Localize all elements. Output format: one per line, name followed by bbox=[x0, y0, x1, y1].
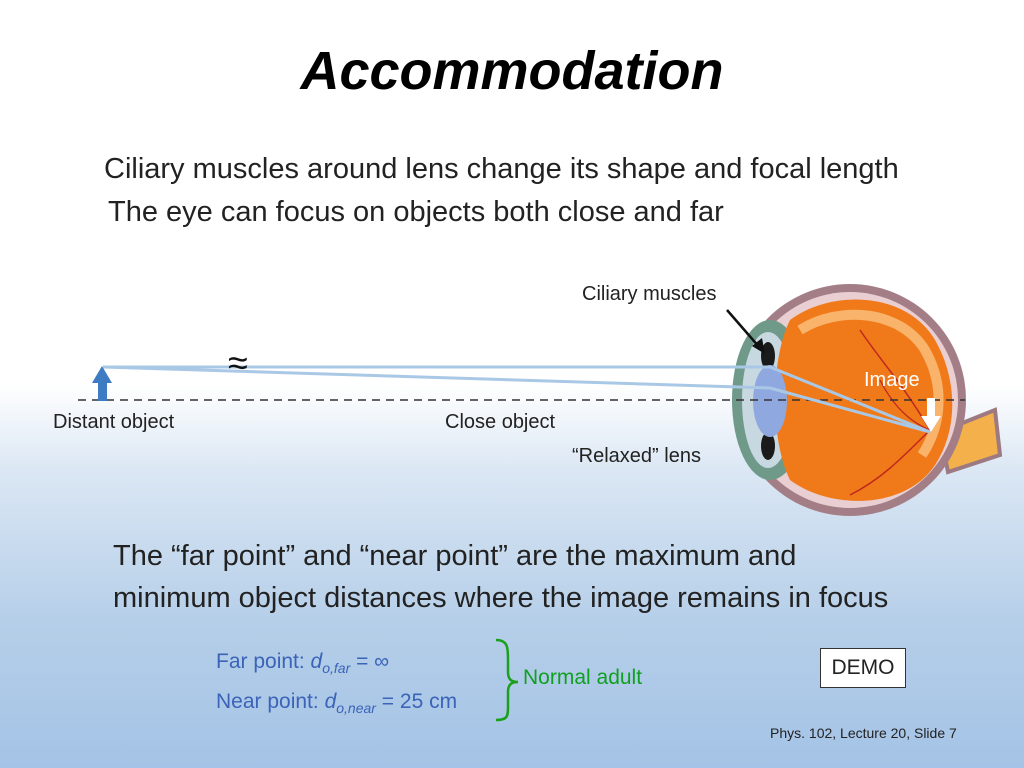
blood-vessel bbox=[849, 429, 931, 496]
normal-adult-brace bbox=[495, 638, 519, 722]
far-point-value: = ∞ bbox=[350, 650, 390, 673]
relaxed-lens-label: “Relaxed” lens bbox=[572, 445, 701, 467]
approx-symbol: ≈ bbox=[228, 342, 248, 383]
far-near-text-line2: minimum object distances where the image… bbox=[113, 582, 889, 614]
image-arrow-head bbox=[921, 416, 941, 432]
near-point-prefix: Near point: bbox=[216, 690, 325, 713]
near-point-value: = 25 cm bbox=[375, 690, 458, 713]
object-arrow-head bbox=[92, 366, 112, 383]
far-point-symbol: d bbox=[310, 650, 323, 673]
blood-vessel bbox=[859, 329, 931, 431]
close-object-label: Close object bbox=[445, 411, 556, 433]
ray-center bbox=[102, 365, 771, 390]
near-point-subscript: o,near bbox=[336, 700, 376, 717]
near-point-formula: Near point: do,near = 25 cm bbox=[216, 690, 457, 716]
normal-adult-label: Normal adult bbox=[523, 666, 643, 689]
ciliary-pointer bbox=[726, 309, 761, 349]
slide-footer: Phys. 102, Lecture 20, Slide 7 bbox=[770, 725, 957, 741]
near-point-symbol: d bbox=[324, 690, 337, 713]
ciliary-muscles-label: Ciliary muscles bbox=[582, 283, 717, 305]
image-arrow-shaft bbox=[927, 398, 935, 418]
far-point-formula: Far point: do,far = ∞ bbox=[216, 650, 389, 676]
far-point-prefix: Far point: bbox=[216, 650, 311, 673]
object-arrow-shaft bbox=[98, 381, 107, 401]
far-point-subscript: o,far bbox=[322, 660, 351, 677]
bullet-ciliary: Ciliary muscles around lens change its s… bbox=[104, 153, 899, 185]
slide-title: Accommodation bbox=[300, 41, 724, 101]
ray-refracted-center bbox=[769, 386, 931, 434]
bullet-focus: The eye can focus on objects both close … bbox=[108, 196, 724, 228]
ciliary-muscle-bottom bbox=[761, 432, 775, 460]
distant-object-label: Distant object bbox=[53, 411, 175, 433]
ciliary-pointer-head bbox=[752, 338, 765, 354]
ray-refracted-top bbox=[769, 365, 931, 434]
relaxed-lens bbox=[753, 365, 787, 437]
far-near-text-line1: The “far point” and “near point” are the… bbox=[113, 540, 797, 572]
blood-vessel bbox=[879, 379, 931, 431]
ciliary-muscle-top bbox=[761, 342, 775, 370]
demo-button[interactable]: DEMO bbox=[820, 648, 906, 688]
image-label: Image bbox=[864, 369, 920, 391]
